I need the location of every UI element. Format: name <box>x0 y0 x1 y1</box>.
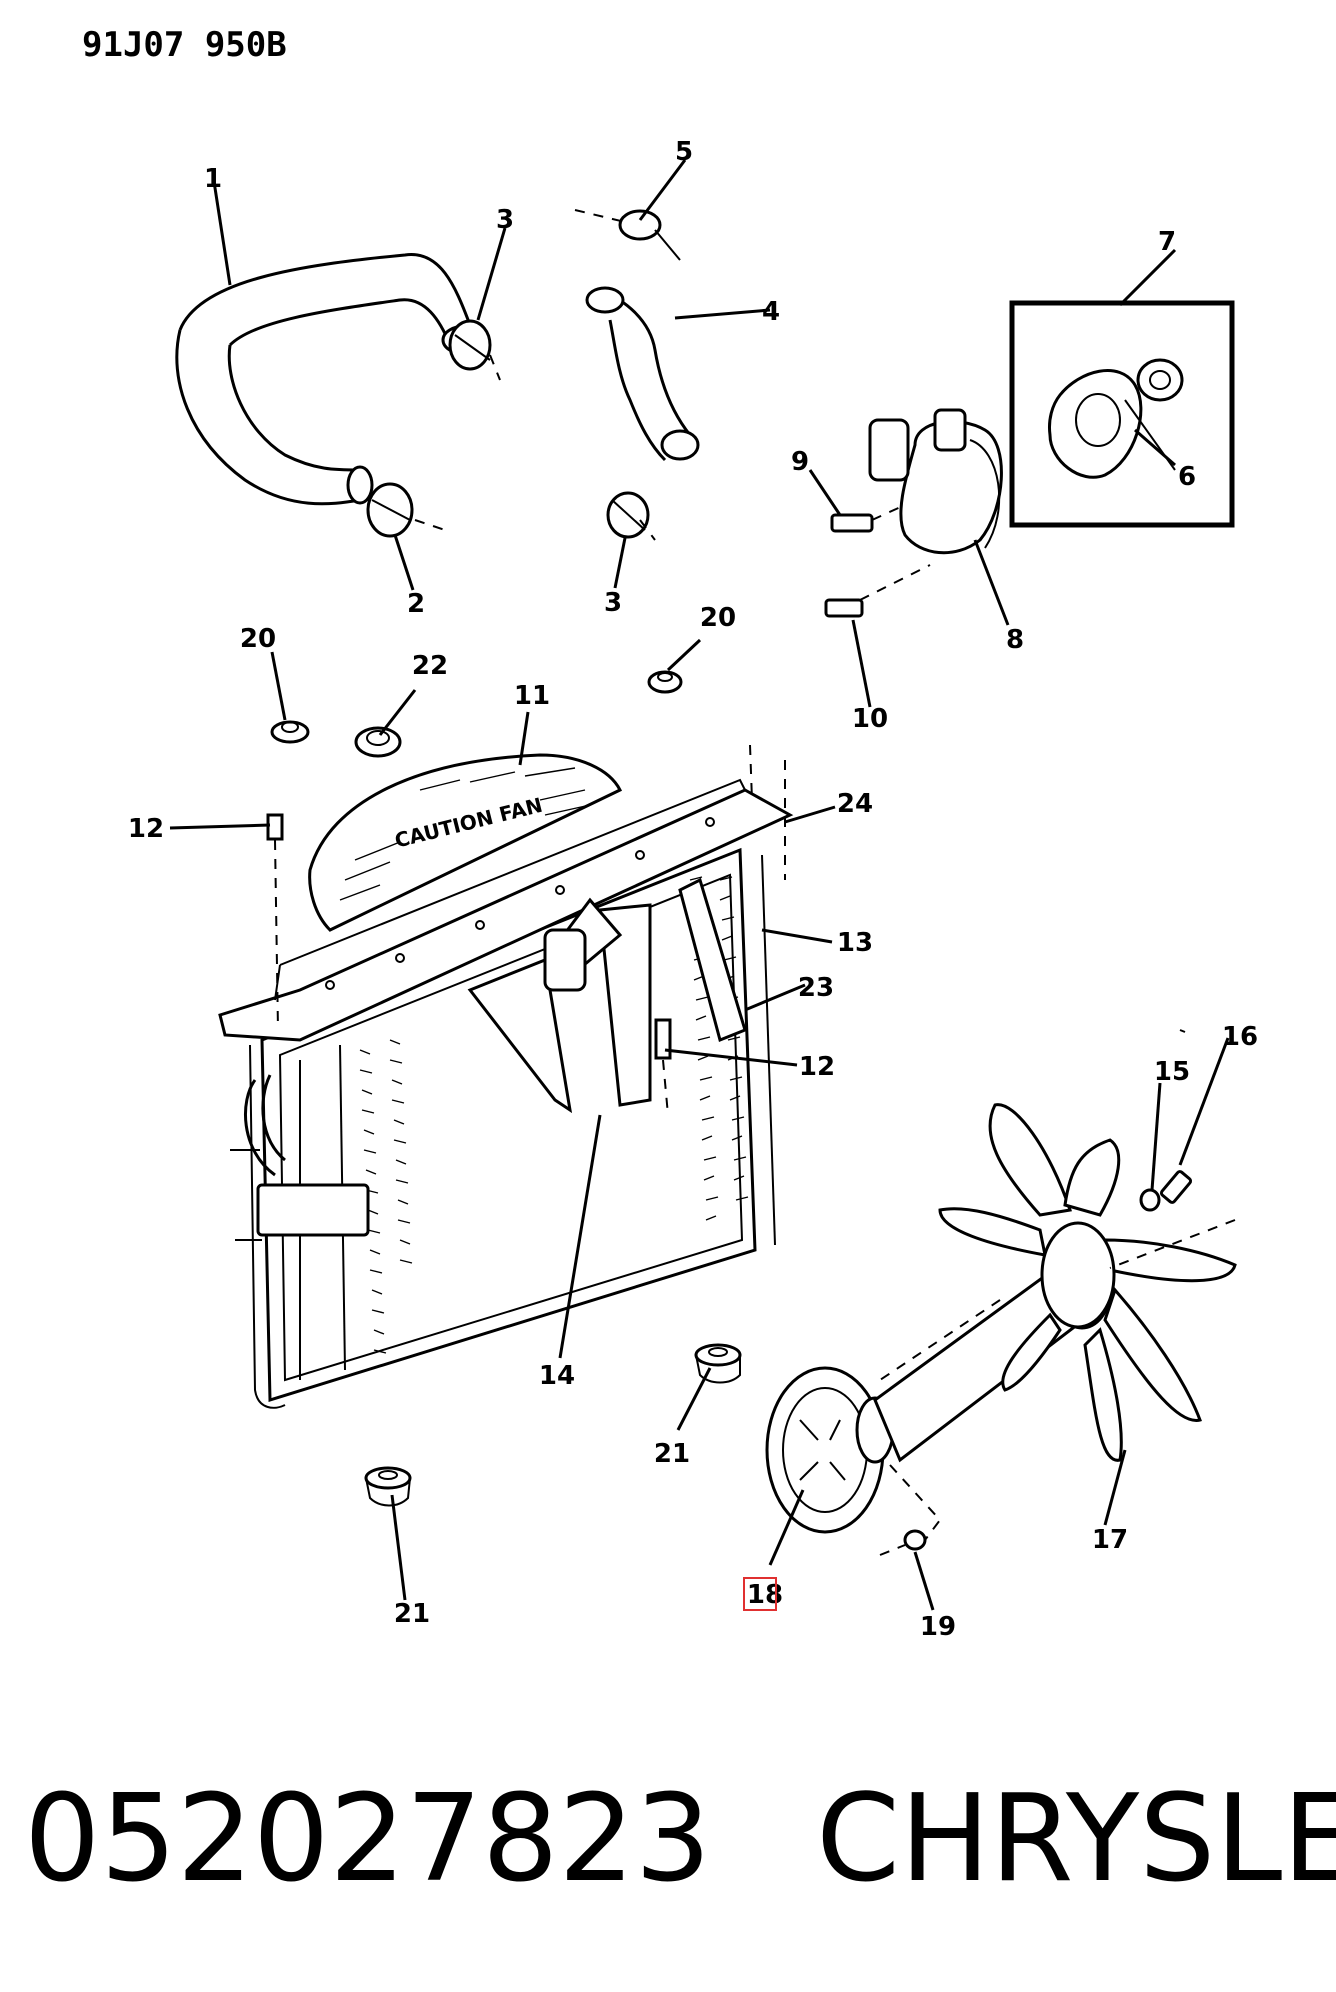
hose-clamp-lower-2 <box>366 482 414 538</box>
callout-23: 23 <box>798 973 834 1003</box>
callout-2: 2 <box>407 589 425 619</box>
callout-7: 7 <box>1158 227 1176 257</box>
callout-10: 10 <box>852 704 888 734</box>
thermostat-housing <box>868 408 1003 555</box>
bolt-10 <box>824 564 931 618</box>
thermostat-inset-box <box>1009 300 1235 528</box>
callout-22: 22 <box>412 651 448 681</box>
bolt-16 <box>1159 1170 1193 1204</box>
insulator-21-right <box>694 1343 742 1384</box>
fan-shroud: CAUTION FAN <box>308 753 623 932</box>
callout-12-right: 12 <box>799 1052 835 1082</box>
hose-clamp-3-lower <box>606 491 650 539</box>
callout-1: 1 <box>204 164 222 194</box>
callout-19: 19 <box>920 1612 956 1642</box>
fan-pulley <box>765 1366 895 1534</box>
callout-9: 9 <box>791 447 809 477</box>
fan-blade <box>938 1103 1237 1462</box>
grommet-22 <box>354 726 402 758</box>
callout-4: 4 <box>762 297 780 327</box>
radiator-fins-left <box>359 1039 413 1354</box>
footer-caption: 052027823 CHRYSLER <box>24 1765 1336 1915</box>
callout-16: 16 <box>1222 1022 1258 1052</box>
callout-20-right: 20 <box>700 603 736 633</box>
insulator-21-left <box>364 1466 412 1507</box>
cooler-lines <box>230 1074 370 1241</box>
callout-8: 8 <box>1006 625 1024 655</box>
brand-name: CHRYSLER <box>816 1770 1336 1909</box>
callout-6: 6 <box>1178 462 1196 492</box>
callout-24: 24 <box>837 789 873 819</box>
callout-13: 13 <box>837 928 873 958</box>
hose-clamp-upper-1 <box>448 319 492 371</box>
callout-21-left: 21 <box>394 1599 430 1629</box>
upper-radiator-hose <box>175 253 489 506</box>
radiator-braces <box>467 877 747 1114</box>
callout-labels: 1 2 3 3 4 5 6 7 8 9 10 11 12 12 13 14 15… <box>128 137 1258 1642</box>
upper-crossmember <box>218 778 794 1042</box>
callout-5: 5 <box>675 137 693 167</box>
callout-20-left: 20 <box>240 624 276 654</box>
callout-11: 11 <box>514 681 550 711</box>
bolt-12-right <box>654 1018 672 1116</box>
nut-19 <box>903 1529 927 1551</box>
bypass-hose <box>585 286 700 462</box>
grommet-20-left <box>270 720 310 744</box>
highlight-box-callout-18 <box>743 1577 777 1611</box>
hose-clamp-5 <box>618 209 681 261</box>
bolt-9 <box>830 504 906 533</box>
callout-3-upper: 3 <box>496 205 514 235</box>
callout-15: 15 <box>1154 1057 1190 1087</box>
callout-21-right: 21 <box>654 1439 690 1469</box>
drawing-code: 91J07 950B <box>82 25 287 65</box>
callout-17: 17 <box>1092 1525 1128 1555</box>
washer-15 <box>1139 1188 1161 1212</box>
grommet-20-right <box>647 670 683 694</box>
part-number: 052027823 <box>24 1770 712 1909</box>
bolt-12-left <box>266 813 284 1031</box>
callout-18: 18 <box>747 1580 783 1610</box>
callout-3-lower: 3 <box>604 588 622 618</box>
leader-lines <box>169 159 1230 1611</box>
callout-14: 14 <box>539 1361 575 1391</box>
callout-12-left: 12 <box>128 814 164 844</box>
